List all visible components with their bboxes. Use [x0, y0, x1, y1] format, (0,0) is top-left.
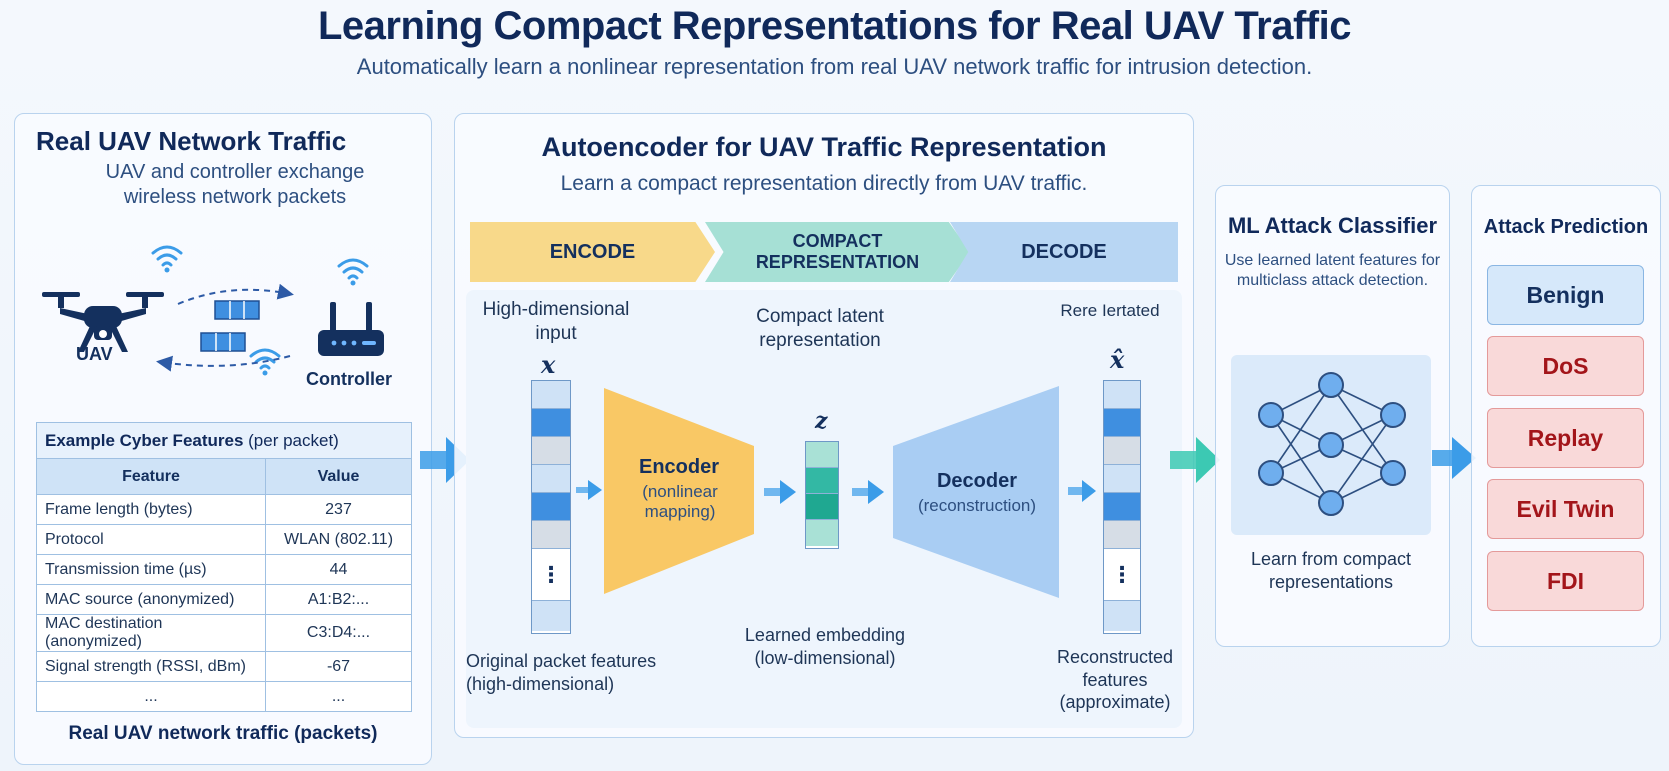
flow-arrow-icon: [1170, 437, 1220, 483]
table-row: MAC destination (anonymized)C3:D4:...: [36, 614, 412, 652]
table-row: MAC source (anonymized)A1:B2:...: [36, 584, 412, 615]
class-evil-twin: Evil Twin: [1487, 479, 1644, 539]
prediction-panel-title: Attack Prediction: [1483, 216, 1649, 238]
class-replay: Replay: [1487, 408, 1644, 468]
drone-icon: [42, 292, 164, 352]
wifi-icon: [151, 245, 183, 273]
classifier-panel-description: Use learned latent features for multicla…: [1224, 252, 1441, 289]
flow-arrow-icon: [576, 480, 602, 500]
flow-arrow-icon: [1068, 480, 1096, 502]
flow-arrow-icon: [1432, 437, 1476, 479]
packet-icon: [200, 332, 246, 352]
classifier-panel-title: ML Attack Classifier: [1227, 213, 1438, 238]
stage-encode: ENCODE: [470, 222, 715, 282]
table-row: Signal strength (RSSI, dBm)-67: [36, 651, 412, 682]
traffic-panel-footer: Real UAV network traffic (packets): [68, 723, 378, 744]
decoder-block: [893, 386, 1059, 598]
wifi-icon: [337, 258, 369, 286]
output-symbol: x̂: [1110, 345, 1125, 374]
controller-label: Controller: [306, 369, 393, 389]
latent-label: Compact latent representation: [756, 306, 884, 351]
encoder-title: Encoder: [638, 456, 720, 478]
class-benign: Benign: [1487, 265, 1644, 325]
feature-table-title: Example Cyber Features (per packet): [36, 422, 412, 458]
class-dos: DoS: [1487, 336, 1644, 396]
table-header-row: Feature Value: [36, 458, 412, 495]
neural-network-icon: [1258, 372, 1406, 516]
output-label: Rere Iertated: [1060, 301, 1160, 320]
latent-symbol: z: [815, 408, 828, 434]
packet-icon: [214, 300, 260, 320]
wifi-icon: [249, 348, 281, 376]
page-subtitle: Automatically learn a nonlinear represen…: [356, 54, 1313, 79]
output-caption: Reconstructed features (approximate): [1056, 647, 1174, 712]
flow-arrow-icon: [852, 480, 884, 504]
packet-exchange-arrows: [156, 283, 294, 372]
value-column-header: Value: [265, 458, 412, 495]
feature-table: Example Cyber Features (per packet) Feat…: [36, 422, 412, 712]
router-icon: [318, 302, 384, 356]
encoder-block: [604, 388, 754, 594]
table-row: Frame length (bytes)237: [36, 494, 412, 525]
decoder-title: Decoder: [936, 470, 1018, 492]
input-vector: ⋮: [531, 380, 571, 634]
traffic-panel-description: UAV and controller exchange wireless net…: [105, 161, 365, 208]
stage-decode: DECODE: [950, 222, 1178, 282]
latent-vector: [805, 441, 839, 549]
latent-caption: Learned embedding (low-dimensional): [744, 625, 906, 668]
classifier-caption: Learn from compact representations: [1250, 549, 1412, 592]
output-vector: ⋮: [1103, 380, 1141, 634]
table-row: ......: [36, 681, 412, 712]
autoencoder-panel-title: Autoencoder for UAV Traffic Representati…: [541, 132, 1107, 162]
table-row: Transmission time (µs)44: [36, 554, 412, 585]
input-label: High-dimensional input: [482, 299, 630, 344]
class-fdi: FDI: [1487, 551, 1644, 611]
page-title: Learning Compact Representations for Rea…: [318, 4, 1351, 48]
traffic-panel-title: Real UAV Network Traffic: [36, 126, 347, 156]
input-caption: Original packet features (high-dimension…: [466, 651, 657, 694]
decoder-subtitle: (reconstruction): [917, 496, 1037, 515]
uav-label: UAV: [76, 344, 113, 364]
encoder-subtitle: (nonlinear mapping): [642, 482, 718, 522]
feature-column-header: Feature: [36, 458, 266, 495]
autoencoder-panel-subtitle: Learn a compact representation directly …: [560, 172, 1088, 195]
flow-arrow-icon: [764, 480, 796, 504]
input-symbol: x: [541, 350, 556, 379]
